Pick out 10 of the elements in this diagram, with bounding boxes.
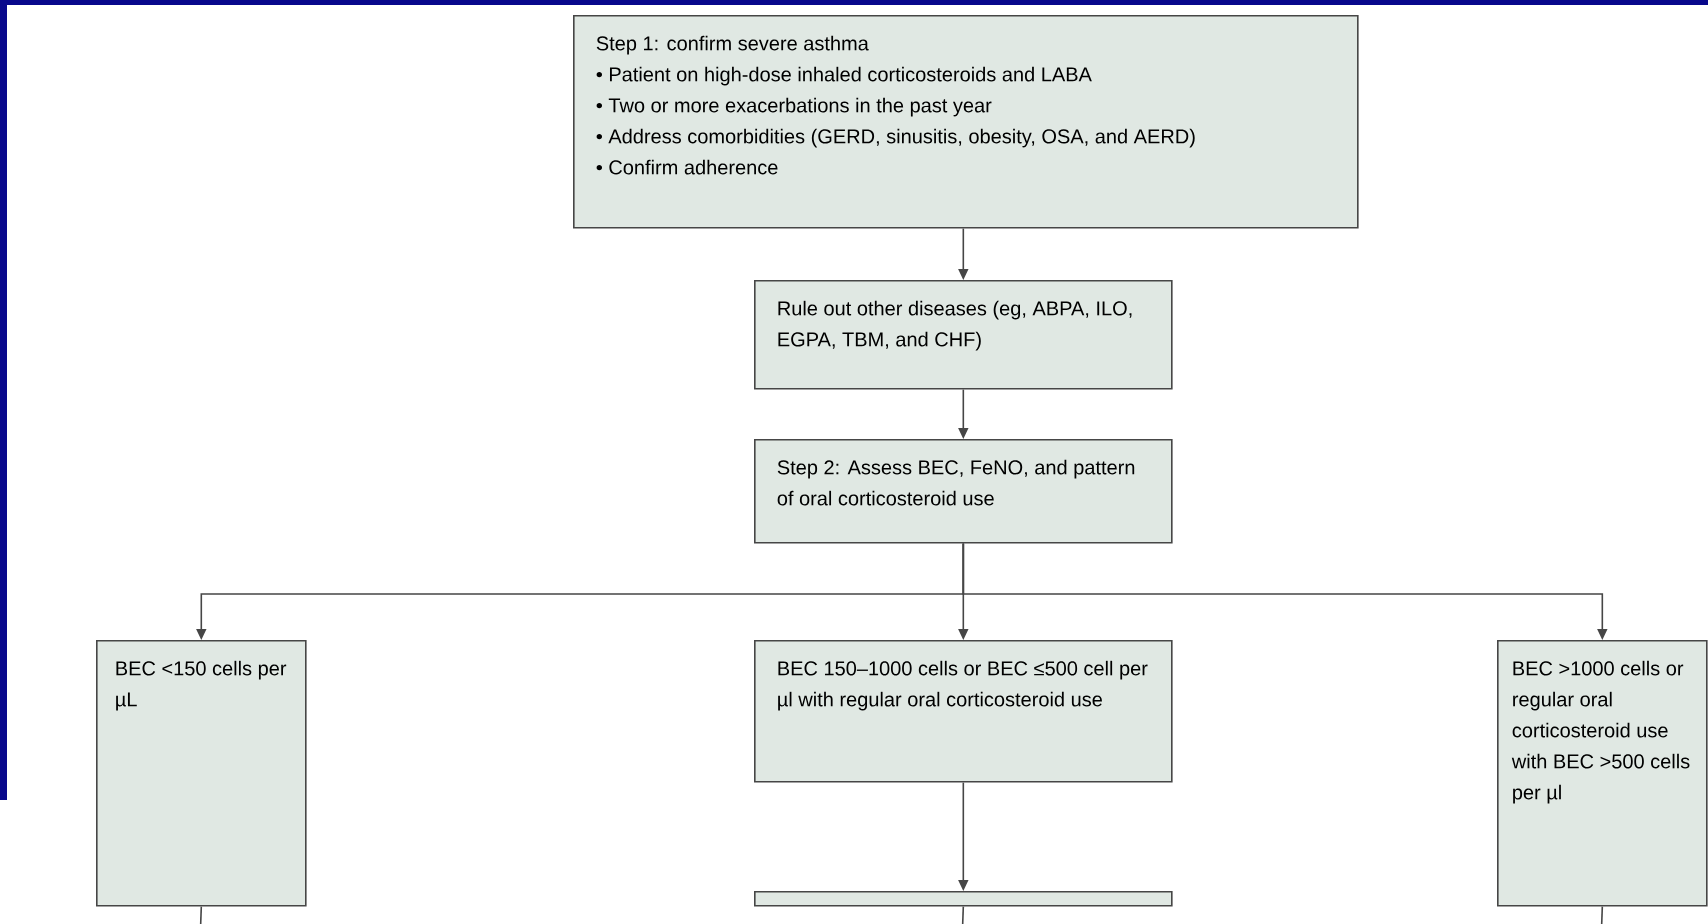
process-box: BEC <150 cells per µL (96, 640, 307, 907)
process-box: BEC 150–1000 cells or BEC ≤500 cell per µl with regular oral corticosteroid use (754, 640, 1173, 783)
process-box: Step 1: confirm severe asthma • Patient on high-dose inhaled corticosteroids and LABA • Two or more exacerbations in the past year • Address comorbidities (GERD, sinusitis, obesity, OSA, and AERD) • Confirm adherence (573, 15, 1359, 229)
line (961, 905, 965, 924)
process-box: Rule out other diseases (eg, ABPA, ILO, EGPA, TBM, and CHF) (754, 280, 1173, 390)
process-box: Step 2: Assess BEC, FeNO, and pattern of oral corticosteroid use (754, 439, 1173, 544)
process-box: BEC >1000 cells or regular oral corticosteroid use with BEC >500 cells per µl (1497, 640, 1708, 907)
line (199, 905, 203, 924)
line (1600, 905, 1604, 924)
empty-box (754, 891, 1173, 907)
